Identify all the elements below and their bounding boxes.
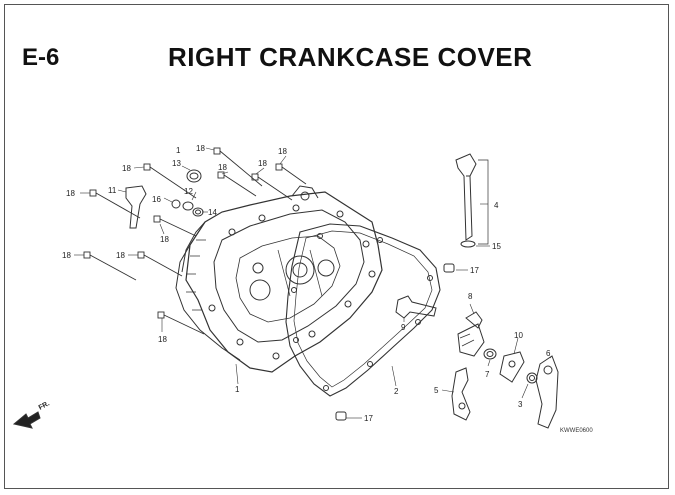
- bolt-group: [83, 147, 307, 335]
- part-11-bracket: [125, 185, 147, 229]
- callout-16: 16: [152, 195, 161, 204]
- callout-14: 14: [208, 208, 217, 217]
- callout-18-g: 18: [160, 235, 169, 244]
- part-13-spring: [186, 169, 202, 183]
- part-12-ring: [182, 201, 194, 211]
- part-16-washer: [171, 199, 181, 209]
- callout-11: 11: [108, 186, 117, 195]
- section-code: E-6: [22, 44, 60, 71]
- bolt-18-i: [137, 251, 183, 277]
- callout-18-h: 18: [62, 251, 71, 260]
- callout-4: 4: [494, 201, 499, 210]
- callout-9: 9: [401, 323, 406, 332]
- dipstick-assembly: [455, 153, 489, 248]
- dowel-pin-upper: [443, 263, 455, 273]
- callout-3: 3: [518, 400, 523, 409]
- page-title: RIGHT CRANKCASE COVER: [168, 42, 533, 72]
- diagram-frame: [4, 4, 669, 489]
- part-14-seal: [192, 207, 204, 217]
- callout-17-lower: 17: [364, 414, 373, 423]
- callout-2: 2: [394, 387, 399, 396]
- part-3-washer: [526, 372, 538, 384]
- dowel-pin-lower: [335, 411, 347, 421]
- callout-7: 7: [485, 370, 490, 379]
- front-direction-arrow: [12, 411, 41, 429]
- callout-labels: 1 13 18 18 18 18 18 18 18 18 18 18 11 16…: [62, 144, 551, 423]
- figure-code: KWWE0600: [560, 428, 593, 434]
- bolt-18-j: [157, 311, 205, 335]
- callout-13: 13: [172, 159, 181, 168]
- callout-1-bottom: 1: [235, 385, 240, 394]
- bolt-18-e: [275, 163, 307, 185]
- oil-filter-parts: [125, 169, 204, 229]
- part-5-lever: [451, 367, 471, 421]
- part-9-shaft: [395, 295, 437, 319]
- part-8-cam: [457, 311, 485, 357]
- callout-1-top: 1: [176, 146, 181, 155]
- callout-6: 6: [546, 349, 551, 358]
- gasket: [285, 223, 441, 397]
- leader-lines: [74, 147, 553, 419]
- callout-18-b: 18: [122, 164, 131, 173]
- bolt-18-c: [217, 171, 257, 197]
- bolt-18-d: [251, 173, 293, 201]
- part-7-collar: [483, 348, 497, 360]
- callout-18-c: 18: [218, 163, 227, 172]
- callout-18-f: 18: [66, 189, 75, 198]
- callout-18-e: 18: [278, 147, 287, 156]
- callout-5: 5: [434, 386, 439, 395]
- callout-18-i: 18: [116, 251, 125, 260]
- callout-8: 8: [468, 292, 473, 301]
- crankcase-cover: [175, 185, 383, 373]
- callout-15: 15: [492, 242, 501, 251]
- callout-18-d: 18: [258, 159, 267, 168]
- callout-12: 12: [184, 187, 193, 196]
- callout-18-j: 18: [158, 335, 167, 344]
- part-6-arm: [535, 355, 559, 429]
- callout-18-a: 18: [196, 144, 205, 153]
- bolt-18-g: [153, 215, 197, 237]
- front-direction-label: FR.: [38, 400, 51, 412]
- part-10-plate: [499, 351, 525, 383]
- bolt-18-h: [83, 251, 137, 281]
- callout-10: 10: [514, 331, 523, 340]
- callout-17-upper: 17: [470, 266, 479, 275]
